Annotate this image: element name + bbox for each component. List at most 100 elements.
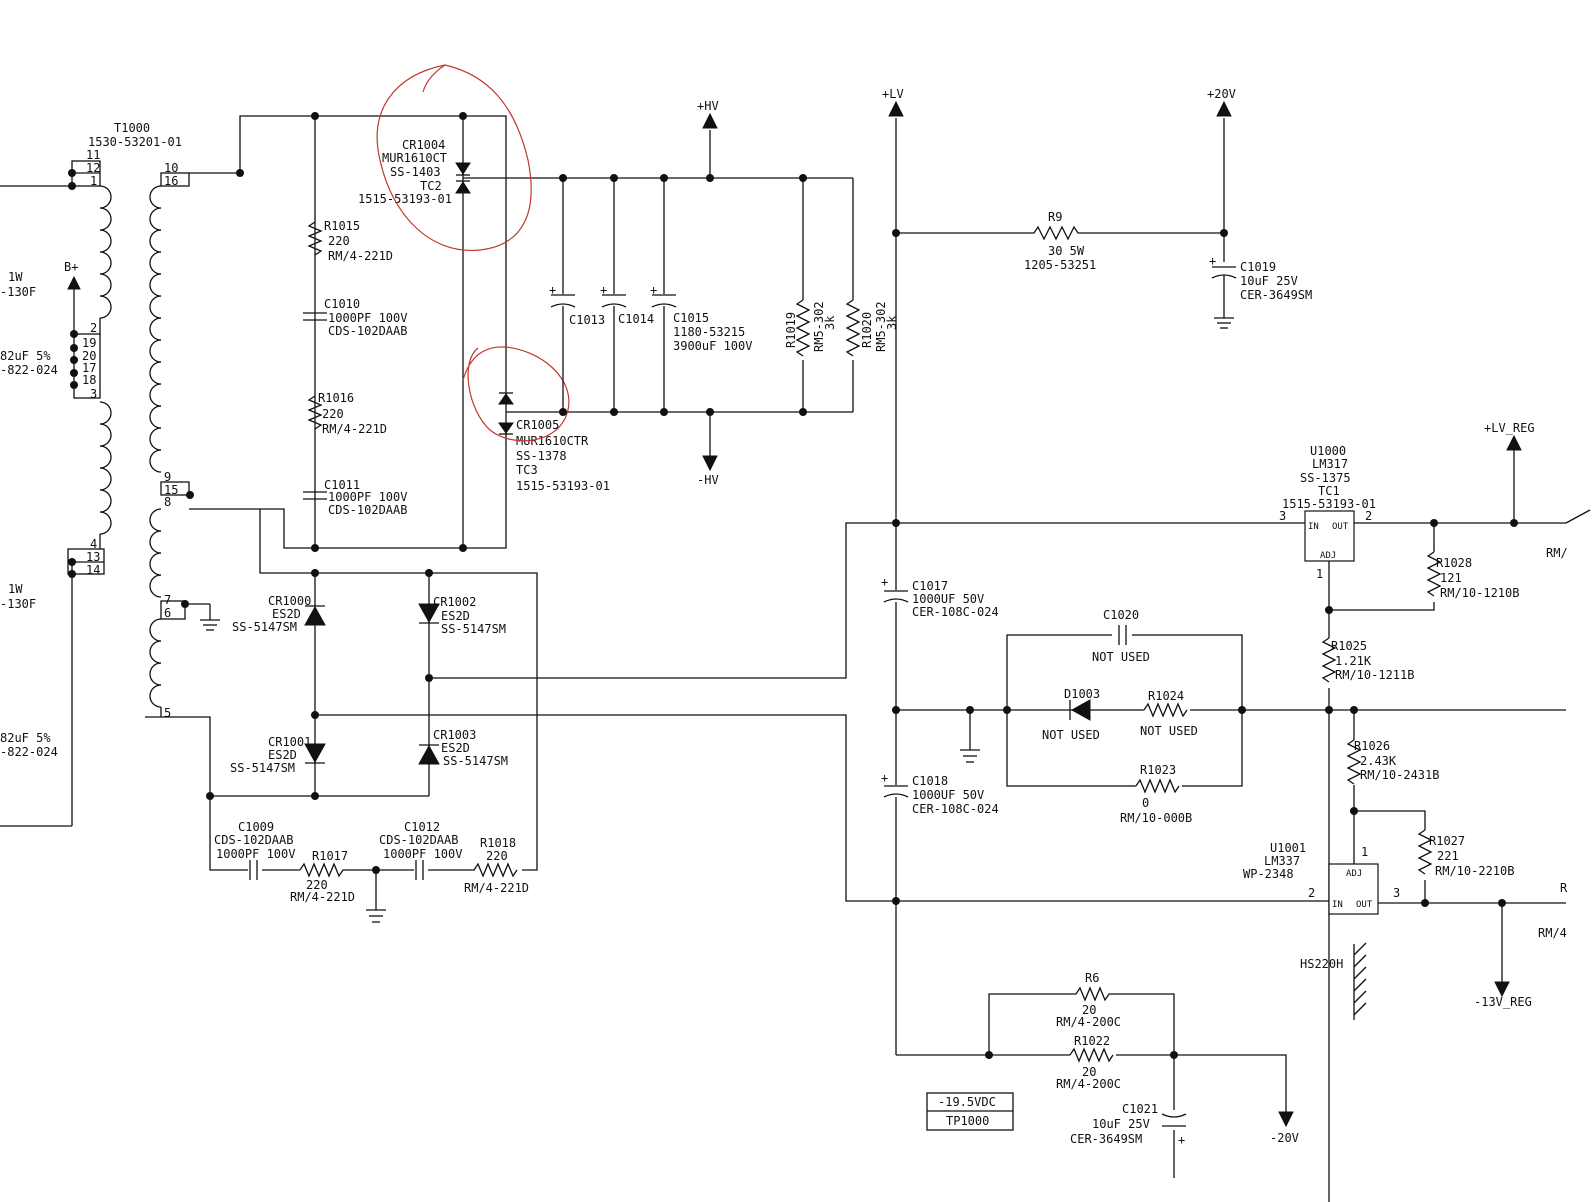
hv-filter-section: +++ +HV -HV C1013 C1014 C1015 1180-53215… (549, 99, 899, 487)
svg-text:-HV: -HV (697, 473, 719, 487)
svg-text:RM/10-2210B: RM/10-2210B (1435, 864, 1514, 878)
svg-text:R1023: R1023 (1140, 763, 1176, 777)
svg-text:RM/10-1210B: RM/10-1210B (1440, 586, 1519, 600)
svg-text:2: 2 (1308, 886, 1315, 900)
svg-text:10uF 25V: 10uF 25V (1240, 274, 1298, 288)
svg-text:1515-53193-01: 1515-53193-01 (1282, 497, 1376, 511)
cr1004-diode-icon (455, 162, 471, 175)
svg-text:-130F: -130F (0, 285, 36, 299)
svg-text:CER-108C-024: CER-108C-024 (912, 802, 999, 816)
svg-text:1180-53215: 1180-53215 (673, 325, 745, 339)
svg-text:3: 3 (1279, 509, 1286, 523)
svg-text:NOT USED: NOT USED (1092, 650, 1150, 664)
svg-text:R1019: R1019 (784, 312, 798, 348)
svg-text:6: 6 (164, 606, 171, 620)
svg-text:C1018: C1018 (912, 774, 948, 788)
svg-text:C1013: C1013 (569, 313, 605, 327)
svg-text:-822-024: -822-024 (0, 363, 58, 377)
svg-text:U1001: U1001 (1270, 841, 1306, 855)
svg-text:3: 3 (90, 387, 97, 401)
svg-text:82uF 5%: 82uF 5% (0, 349, 51, 363)
svg-text:CDS-102DAAB: CDS-102DAAB (328, 324, 407, 338)
svg-text:1515-53193-01: 1515-53193-01 (358, 192, 452, 206)
svg-text:ADJ: ADJ (1346, 869, 1362, 879)
svg-text:CER-108C-024: CER-108C-024 (912, 605, 999, 619)
svg-text:LM317: LM317 (1312, 457, 1348, 471)
cr1002-diode-icon (418, 603, 440, 624)
svg-text:CR1002: CR1002 (433, 595, 476, 609)
m20-arrow-icon (1278, 1111, 1294, 1128)
svg-text:LM337: LM337 (1264, 854, 1300, 868)
svg-text:R1015: R1015 (324, 219, 360, 233)
svg-text:10: 10 (164, 161, 178, 175)
svg-text:R1025: R1025 (1331, 639, 1367, 653)
lv-regulator-section: +LV +20V + C1019 10uF 25V CER-3649SM R9 … (881, 87, 1591, 1202)
svg-text:R9: R9 (1048, 210, 1062, 224)
svg-text:R1020: R1020 (860, 312, 874, 348)
svg-text:MUR1610CTR: MUR1610CTR (516, 434, 589, 448)
svg-text:SS-5147SM: SS-5147SM (230, 761, 295, 775)
svg-text:CR1000: CR1000 (268, 594, 311, 608)
svg-text:CDS-102DAAB: CDS-102DAAB (379, 833, 458, 847)
svg-text:1W: 1W (8, 270, 23, 284)
svg-text:+: + (600, 283, 607, 297)
svg-text:RM/4-221D: RM/4-221D (328, 249, 393, 263)
svg-text:R1016: R1016 (318, 391, 354, 405)
svg-text:RM/4-200C: RM/4-200C (1056, 1015, 1121, 1029)
left-cutoff-components: B+ 1W -130F 82uF 5% -822-024 1W -130F 82… (0, 185, 81, 827)
svg-text:C1020: C1020 (1103, 608, 1139, 622)
m13-arrow-icon (1494, 981, 1510, 998)
svg-text:+: + (650, 283, 657, 297)
svg-text:220: 220 (328, 234, 350, 248)
svg-text:RM5-302: RM5-302 (874, 301, 888, 352)
svg-text:2: 2 (1365, 509, 1372, 523)
svg-text:RM/4: RM/4 (1538, 926, 1567, 940)
svg-text:1205-53251: 1205-53251 (1024, 258, 1096, 272)
svg-text:+HV: +HV (697, 99, 719, 113)
svg-text:CER-3649SM: CER-3649SM (1240, 288, 1312, 302)
svg-text:17: 17 (82, 361, 96, 375)
svg-text:3: 3 (1393, 886, 1400, 900)
svg-text:7: 7 (164, 593, 171, 607)
svg-text:8: 8 (164, 495, 171, 509)
svg-text:CR1005: CR1005 (516, 418, 559, 432)
svg-text:ES2D: ES2D (272, 607, 301, 621)
svg-text:82uF 5%: 82uF 5% (0, 731, 51, 745)
svg-text:CR1001: CR1001 (268, 735, 311, 749)
svg-text:11: 11 (86, 148, 100, 162)
svg-text:3k: 3k (823, 315, 837, 330)
highlight-circle-cr1005 (462, 346, 570, 442)
svg-text:C1009: C1009 (238, 820, 274, 834)
transformer-t1000: T1000 1530-53201-01 11 12 1 10 16 2 19 2… (67, 121, 190, 720)
svg-text:1000UF 50V: 1000UF 50V (912, 592, 984, 606)
svg-text:+20V: +20V (1207, 87, 1236, 101)
svg-text:5: 5 (164, 706, 171, 720)
svg-text:2.43K: 2.43K (1360, 754, 1397, 768)
hv-rectifier-section: CR1004 MUR1610CT SS-1403 TC2 1515-53193-… (186, 64, 853, 552)
svg-text:R1022: R1022 (1074, 1034, 1110, 1048)
svg-text:ADJ: ADJ (1320, 551, 1336, 561)
svg-text:220: 220 (322, 407, 344, 421)
svg-text:30 5W: 30 5W (1048, 244, 1085, 258)
svg-text:U1000: U1000 (1310, 444, 1346, 458)
svg-text:NOT USED: NOT USED (1140, 724, 1198, 738)
v20-arrow-icon (1216, 100, 1232, 117)
svg-text:16: 16 (164, 174, 178, 188)
svg-text:1000PF 100V: 1000PF 100V (216, 847, 295, 861)
svg-text:+: + (549, 283, 556, 297)
svg-text:12: 12 (86, 161, 100, 175)
svg-text:RM/10-000B: RM/10-000B (1120, 811, 1192, 825)
svg-text:T1000: T1000 (114, 121, 150, 135)
svg-text:CER-3649SM: CER-3649SM (1070, 1132, 1142, 1146)
svg-text:RM/4-221D: RM/4-221D (290, 890, 355, 904)
svg-text:RM/10-2431B: RM/10-2431B (1360, 768, 1439, 782)
svg-text:1: 1 (1361, 845, 1368, 859)
svg-text:D1003: D1003 (1064, 687, 1100, 701)
svg-text:C1010: C1010 (324, 297, 360, 311)
svg-text:R6: R6 (1085, 971, 1099, 985)
svg-text:R1018: R1018 (480, 836, 516, 850)
hv-plus-arrow-icon (702, 112, 718, 129)
svg-text:R: R (1560, 881, 1568, 895)
svg-text:IN: IN (1332, 900, 1343, 910)
